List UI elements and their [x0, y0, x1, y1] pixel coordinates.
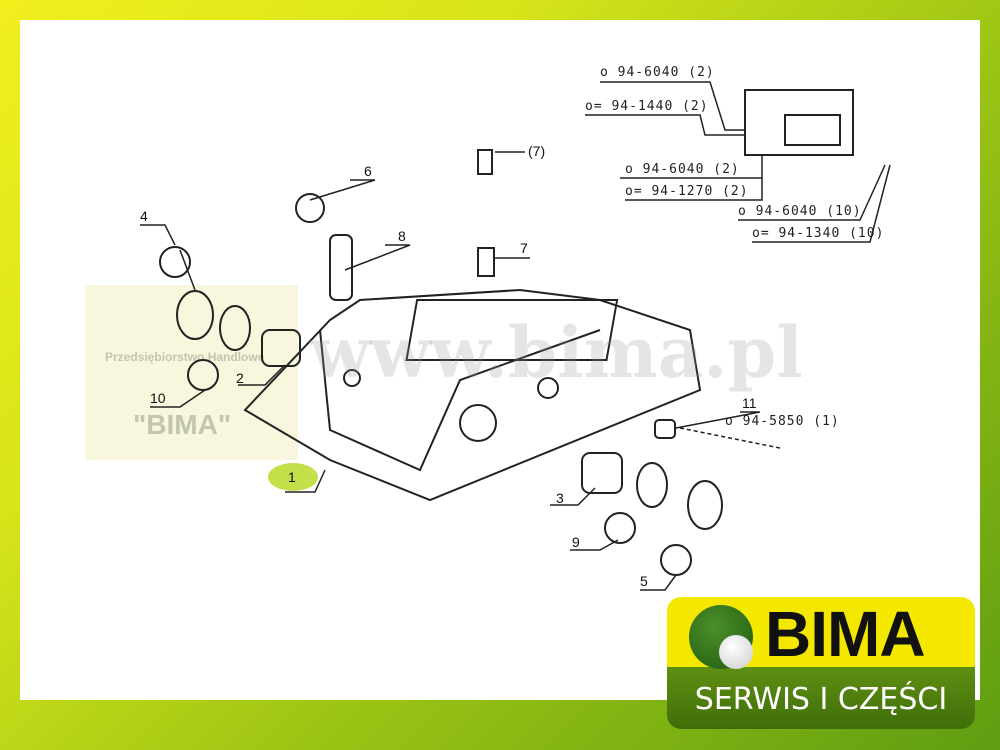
callout-6: 6 — [364, 163, 372, 179]
part-7-plug — [477, 247, 495, 277]
part-ref-label: o 94-6040 (2) — [625, 162, 740, 177]
watermark-company-name: "BIMA" — [133, 409, 232, 440]
callout-10: 10 — [150, 390, 166, 406]
logo-ball-highlight-icon — [719, 635, 753, 669]
part-ref-label: o= 94-1270 (2) — [625, 184, 749, 199]
part-seal-4 — [176, 290, 214, 340]
callout-1: 1 — [288, 469, 296, 485]
part-4-circle — [159, 246, 191, 278]
inset-cover-drawing — [744, 89, 854, 156]
part-ref-label: o= 94-1340 (10) — [752, 226, 885, 241]
logo-tagline: SERWIS I CZĘŚCI — [694, 682, 948, 717]
callout-7: 7 — [520, 240, 528, 256]
callout-11: 11 — [742, 395, 757, 411]
part-ref-label: o 94-6040 (10) — [738, 204, 862, 219]
part-ref-label: o 94-5850 (1) — [725, 414, 840, 429]
watermark-company-line: Przedsiębiorstwo Handlowe — [105, 350, 265, 364]
watermark-website: www.bima.pl — [310, 311, 803, 394]
part-ref-label: o= 94-1440 (2) — [585, 99, 709, 114]
callout-5: 5 — [640, 573, 648, 589]
housing-cover — [243, 288, 702, 502]
bima-logo: BIMA SERWIS I CZĘŚCI — [667, 597, 975, 732]
callout-2: 2 — [236, 370, 244, 386]
callout-1-highlight — [268, 463, 318, 491]
watermark-box — [85, 285, 298, 460]
part-2-bushing — [261, 329, 301, 367]
part-seal-5 — [687, 480, 723, 530]
part-ref-label: o 94-6040 (2) — [600, 65, 715, 80]
callout-7-ref: (7) — [528, 143, 546, 159]
callout-9: 9 — [572, 534, 580, 550]
logo-name: BIMA — [765, 598, 926, 670]
callout-3: 3 — [556, 490, 564, 506]
callout-4: 4 — [140, 208, 148, 224]
callout-8: 8 — [398, 228, 406, 244]
part-6-cap — [295, 193, 325, 223]
part-3-bushing — [581, 452, 623, 494]
